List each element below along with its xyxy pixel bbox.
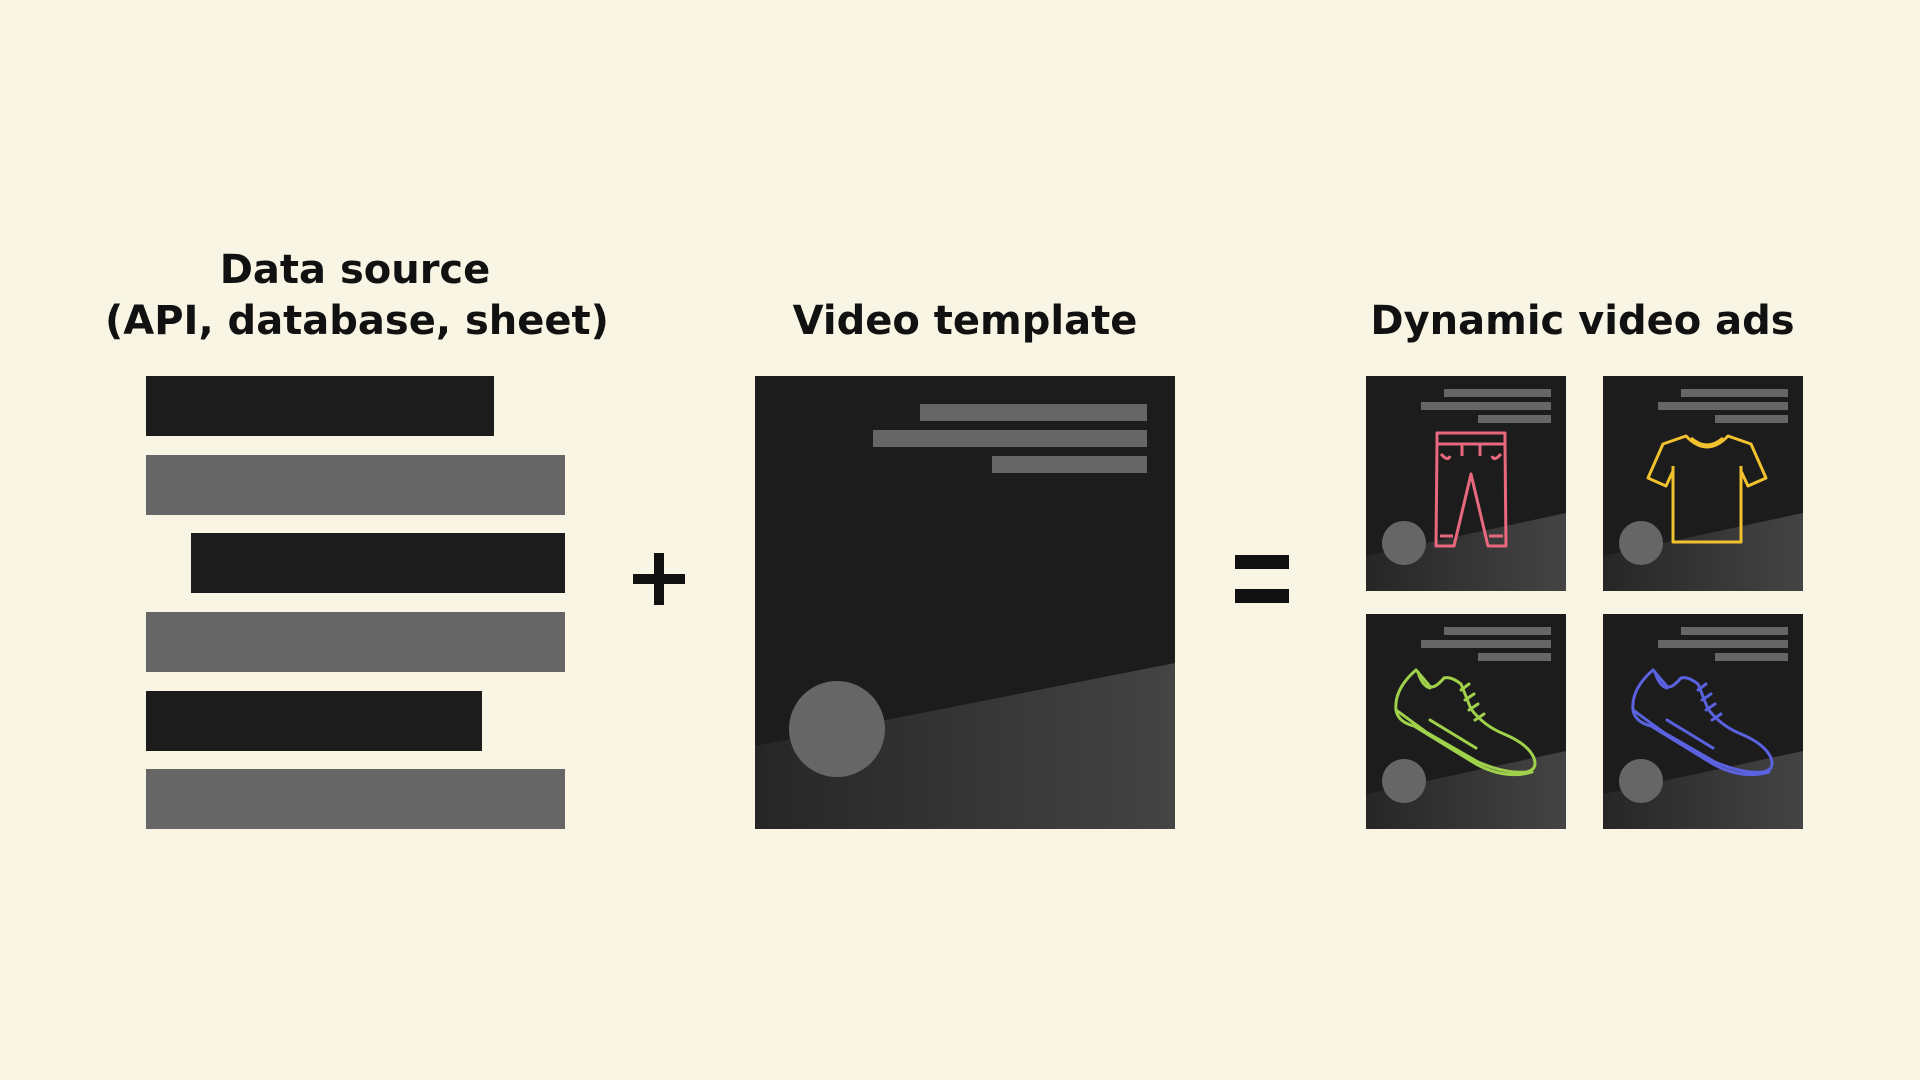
- template-text-line-3: [992, 456, 1147, 473]
- pants-icon: [1434, 431, 1508, 548]
- data-row-6: [146, 769, 565, 829]
- video-template-frame: [755, 376, 1175, 829]
- equals-icon: [1233, 551, 1291, 609]
- data-source-heading: Data source (API, database, sheet): [105, 245, 609, 347]
- video-template-heading: Video template: [792, 298, 1138, 344]
- template-floor-shape: [755, 663, 1175, 829]
- template-logo-circle: [789, 681, 885, 777]
- video-ad-tshirt: [1603, 376, 1803, 591]
- data-row-5: [146, 691, 482, 751]
- data-row-4: [146, 612, 565, 672]
- template-text-line-2: [873, 430, 1147, 447]
- sneaker-icon: [1631, 668, 1774, 777]
- template-text-line-1: [920, 404, 1147, 421]
- data-row-1: [146, 376, 494, 436]
- tshirt-icon: [1646, 434, 1768, 544]
- data-source-title: Data source: [219, 247, 491, 293]
- video-ad-green-sneaker: [1366, 614, 1566, 829]
- dynamic-ads-heading: Dynamic video ads: [1370, 298, 1795, 344]
- plus-icon: [630, 550, 688, 608]
- video-ad-blue-sneaker: [1603, 614, 1803, 829]
- data-source-subtitle: (API, database, sheet): [105, 298, 609, 344]
- sneaker-icon: [1394, 668, 1537, 777]
- data-row-2: [146, 455, 565, 515]
- video-ad-pants: [1366, 376, 1566, 591]
- data-row-3: [191, 533, 565, 593]
